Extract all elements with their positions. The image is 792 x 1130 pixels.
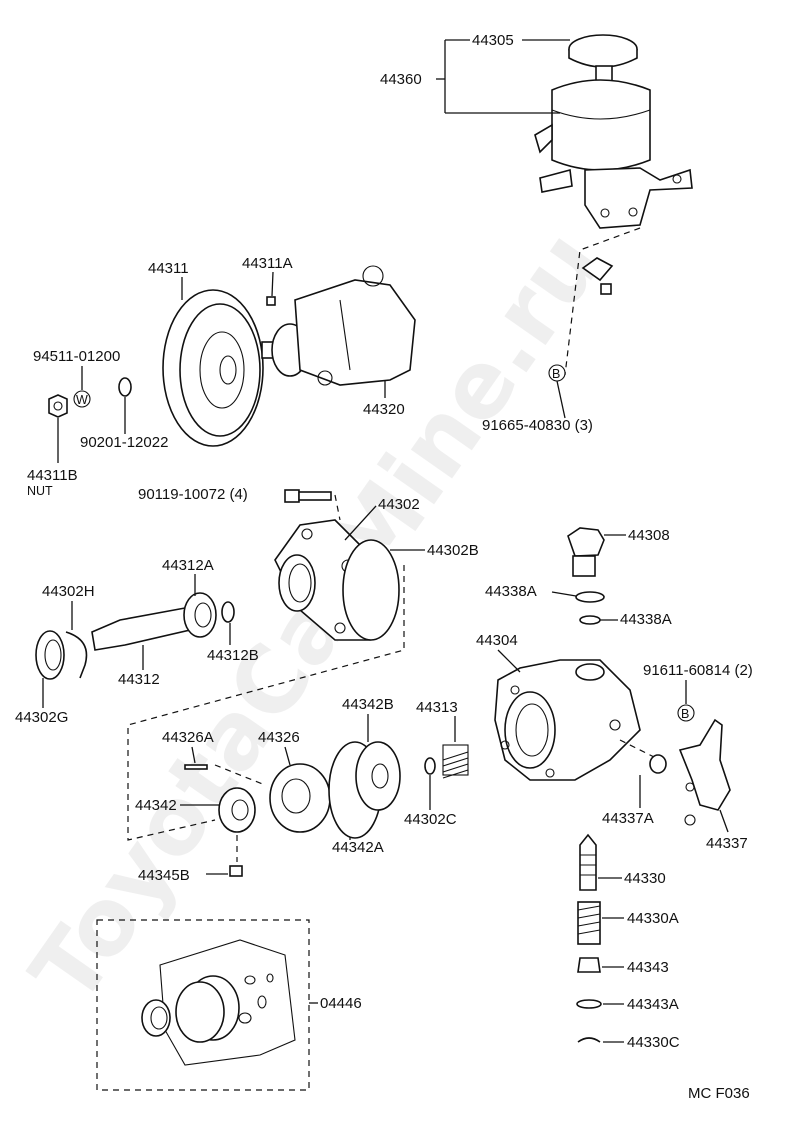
label-44312: 44312 [118, 671, 160, 688]
label-44311B: 44311B [27, 467, 78, 484]
cam-ring-44326 [269, 763, 331, 833]
oring-44338a-1 [575, 591, 605, 603]
label-44302H: 44302H [42, 583, 95, 600]
washer-letter: W [76, 393, 88, 407]
bolt-ref-letter: B [552, 367, 560, 381]
nut [48, 394, 68, 418]
label-44342: 44342B [342, 696, 394, 713]
gasket-44302b [342, 539, 400, 641]
label-44338A-2: 44338A [620, 611, 672, 628]
label-44330: 44330 [624, 870, 666, 887]
label-44302G: 44302G [15, 709, 68, 726]
washer-90201 [118, 377, 132, 397]
label-44302B: 44302B [427, 542, 479, 559]
label-94511-01200: 94511-01200 [33, 348, 120, 365]
rear-housing-44304 [494, 659, 641, 781]
grommet [581, 257, 614, 295]
shaft-44312 [91, 592, 217, 651]
pump-body [261, 265, 416, 386]
label-44308: 44308 [628, 527, 670, 544]
label-44302: 44302 [378, 496, 420, 513]
label-44343A: 44343A [627, 996, 679, 1013]
label-44302C: 44302C [404, 811, 457, 828]
spring-44342b [442, 744, 469, 779]
label-44304: 44304 [476, 632, 518, 649]
label-44337: 44337 [706, 835, 748, 852]
label-90201-12022: 90201-12022 [80, 434, 168, 451]
footer-code: MC F036 [688, 1085, 750, 1102]
snap-ring-44312b [221, 601, 235, 623]
bolt-90119 [284, 489, 332, 503]
oring-44337a [649, 754, 667, 774]
rotor-44313 [218, 787, 256, 833]
label-04446: 04446 [320, 995, 362, 1012]
label-44313: 44342 [135, 797, 177, 814]
label-44326A: 44326A [162, 729, 214, 746]
oring-44338a-2 [579, 615, 601, 625]
label-nut: NUT [27, 484, 53, 498]
fitting-44308 [567, 527, 605, 577]
plate-44342 [328, 741, 401, 839]
oring-44343a [576, 999, 602, 1009]
reservoir-assembly [534, 34, 693, 229]
snap-ring-44302h [65, 631, 88, 679]
plug-44343 [577, 957, 601, 973]
label-44345B: 44345B [138, 867, 190, 884]
label-44312B: 44312B [207, 647, 259, 664]
label-44338A-1: 44338A [485, 583, 537, 600]
kit-outline [96, 919, 310, 1091]
label-44360: 44360 [380, 71, 422, 88]
label-44311: 44311 [148, 260, 189, 277]
vane-44345b [229, 865, 243, 877]
label-44343: 44343 [627, 959, 669, 976]
key-44311a [266, 296, 276, 306]
oring-44302c [424, 757, 436, 775]
label-44342B: 44313 [416, 699, 458, 716]
label-44305: 44305 [472, 32, 514, 49]
label-44311A: 44311A [242, 255, 293, 272]
label-91665-40830: 91665-40830 (3) [482, 417, 593, 434]
washer-marker [73, 390, 91, 408]
label-44337A: 44337A [602, 810, 654, 827]
label-44330C: 44330C [627, 1034, 680, 1051]
gasket-kit-04446 [141, 939, 296, 1066]
bolt-ref-marker-2 [677, 704, 695, 722]
pulley [162, 289, 264, 447]
union-44337 [678, 718, 731, 826]
bolt-ref-letter-2: B [681, 707, 689, 721]
pin-44326a [184, 764, 208, 770]
seal-44302g [35, 630, 65, 680]
label-44330A: 44330A [627, 910, 679, 927]
snap-ring-44330c [577, 1037, 601, 1043]
label-44326: 44326 [258, 729, 300, 746]
label-44342A: 44342A [332, 839, 384, 856]
label-44312A: 44312A [162, 557, 214, 574]
label-44320: 44320 [363, 401, 405, 418]
label-90119-10072: 90119-10072 (4) [138, 486, 248, 503]
valve-44330 [579, 833, 597, 891]
spring-44330a [577, 901, 601, 945]
label-91611-60814: 91611-60814 (2) [643, 662, 753, 679]
